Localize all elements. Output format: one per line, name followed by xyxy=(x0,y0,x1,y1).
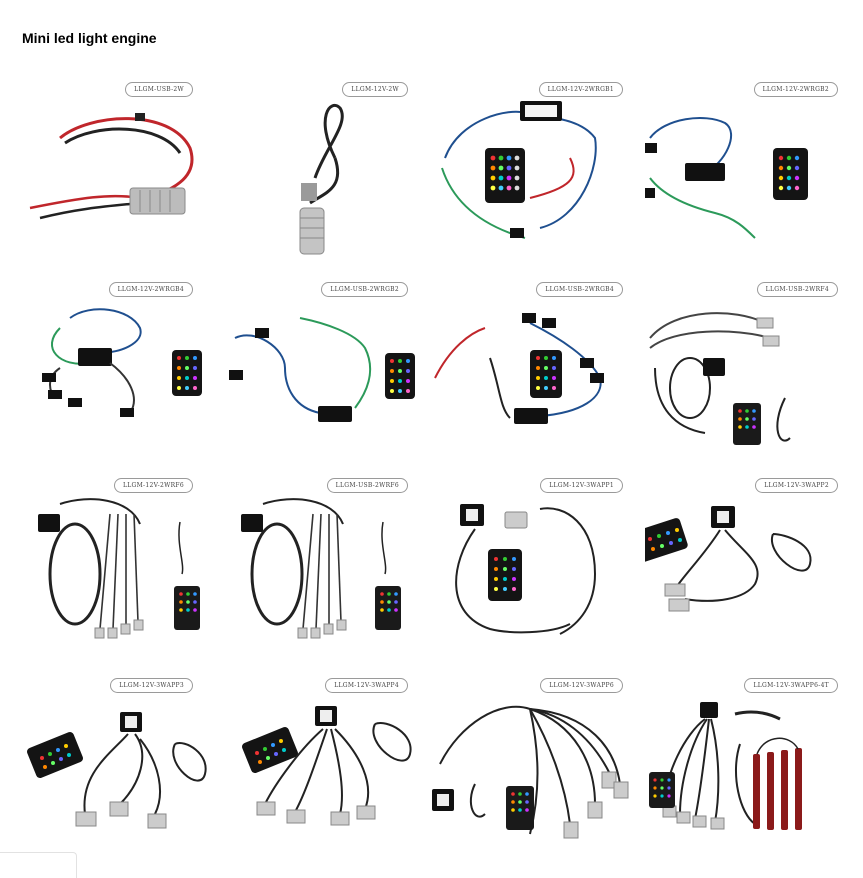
product-card[interactable]: LLGM-12V-3WAPP6-4T xyxy=(645,678,860,873)
product-model-label: LLGM-USB-2WRF4 xyxy=(756,282,838,297)
product-photo-app4-kit xyxy=(242,706,412,826)
product-photo-usb-light-engine xyxy=(29,113,194,220)
product-photo-rgb1-kit xyxy=(441,101,597,239)
product-model-label: LLGM-12V-2WRGB1 xyxy=(538,82,623,97)
product-card[interactable]: LLGM-12V-2WRGB1 xyxy=(430,82,645,277)
product-card[interactable]: LLGM-12V-3WAPP6 xyxy=(430,678,645,873)
product-model-label: LLGM-12V-3WAPP4 xyxy=(325,678,408,693)
product-photo-app2-kit xyxy=(645,506,812,612)
product-card[interactable]: LLGM-12V-3WAPP4 xyxy=(215,678,430,873)
product-card[interactable]: LLGM-USB-2W xyxy=(0,82,215,277)
product-model-label: LLGM-12V-3WAPP1 xyxy=(540,478,623,493)
product-model-label: LLGM-12V-3WAPP2 xyxy=(755,478,838,493)
product-model-label: LLGM-12V-3WAPP6-4T xyxy=(744,678,838,693)
product-photo-rgb4-kit xyxy=(42,308,202,417)
product-photo-usb-rf6-kit xyxy=(241,498,401,639)
product-model-label: LLGM-12V-2WRF6 xyxy=(113,478,193,493)
product-card[interactable]: LLGM-12V-2WRGB2 xyxy=(645,82,860,277)
product-card[interactable]: LLGM-USB-2WRGB4 xyxy=(430,282,645,477)
product-model-label: LLGM-USB-2WRGB4 xyxy=(536,282,623,297)
product-photo-usb-rgb2-kit xyxy=(229,317,415,422)
product-card[interactable]: LLGM-USB-2WRGB2 xyxy=(215,282,430,477)
product-card[interactable]: LLGM-12V-3WAPP3 xyxy=(0,678,215,873)
product-card[interactable]: LLGM-USB-2WRF4 xyxy=(645,282,860,477)
product-photo-rgb2-kit xyxy=(645,117,808,239)
footer-panel xyxy=(0,852,77,878)
product-card[interactable]: LLGM-12V-3WAPP1 xyxy=(430,478,645,673)
product-card[interactable]: LLGM-USB-2WRF6 xyxy=(215,478,430,673)
product-photo-app1-kit xyxy=(455,504,597,635)
product-photo-usb-rf4-kit xyxy=(649,312,791,445)
product-card[interactable]: LLGM-12V-2W xyxy=(215,82,430,277)
product-card[interactable]: LLGM-12V-3WAPP2 xyxy=(645,478,860,673)
product-model-label: LLGM-12V-2W xyxy=(342,82,408,97)
product-model-label: LLGM-USB-2WRGB2 xyxy=(321,282,408,297)
product-photo-app6-kit xyxy=(432,705,629,839)
product-photo-app3-kit xyxy=(27,712,207,829)
product-photo-usb-rgb4-kit xyxy=(434,313,604,424)
product-card[interactable]: LLGM-12V-2WRGB4 xyxy=(0,282,215,477)
product-model-label: LLGM-12V-2WRGB2 xyxy=(753,82,838,97)
page-title: Mini led light engine xyxy=(22,30,157,46)
product-model-label: LLGM-12V-2WRGB4 xyxy=(108,282,193,297)
product-card[interactable]: LLGM-12V-2WRF6 xyxy=(0,478,215,673)
product-photo-rf6-kit xyxy=(38,498,200,639)
product-photo-12v-light-engine xyxy=(299,104,344,255)
product-model-label: LLGM-12V-3WAPP3 xyxy=(110,678,193,693)
product-model-label: LLGM-12V-3WAPP6 xyxy=(540,678,623,693)
product-model-label: LLGM-USB-2W xyxy=(125,82,193,97)
product-photo-app6-4t-kit xyxy=(649,702,802,830)
product-model-label: LLGM-USB-2WRF6 xyxy=(326,478,408,493)
